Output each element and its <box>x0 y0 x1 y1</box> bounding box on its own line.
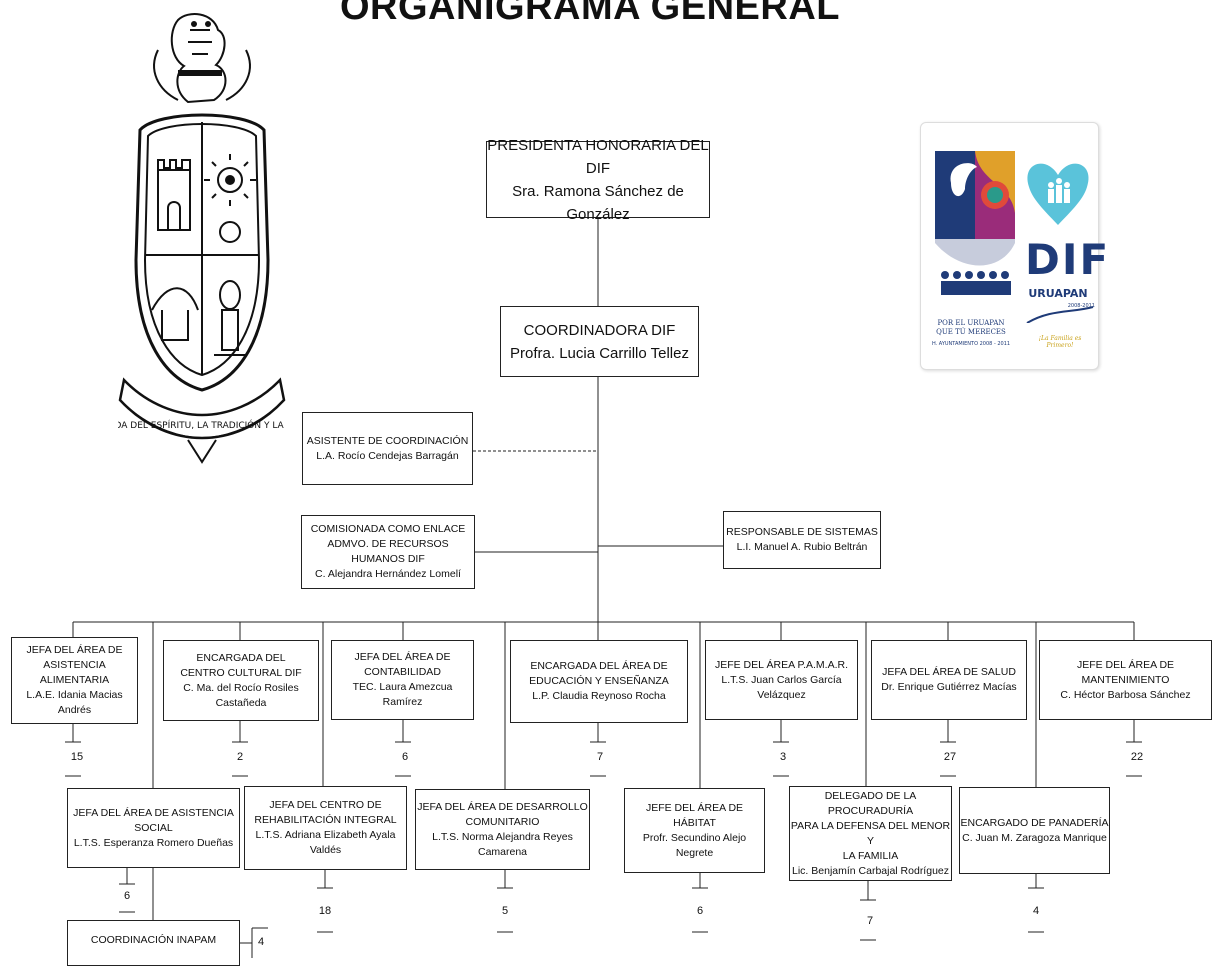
staff-count: 4 <box>257 936 265 948</box>
box-title: JEFA DEL ÁREA DE CONTABILIDAD <box>354 651 451 678</box>
box-title: JEFE DEL ÁREA P.A.M.A.R. <box>714 658 849 671</box>
logo-years: 2008-2011 <box>1067 303 1095 309</box>
box-title: ENCARGADO DE PANADERÍA <box>960 816 1109 829</box>
box-procuraduria: DELEGADO DE LA PROCURADURÍA PARA LA DEFE… <box>789 786 952 881</box>
box-salud: JEFA DEL ÁREA DE SALUD Dr. Enrique Gutié… <box>871 640 1027 720</box>
box-rehabilitacion: JEFA DEL CENTRO DE REHABILITACIÓN INTEGR… <box>244 786 407 870</box>
box-person: Profra. Lucia Carrillo Tellez <box>510 344 689 362</box>
box-person: L.T.S. Adriana Elizabeth Ayala Valdés <box>255 829 396 856</box>
staff-count: 2 <box>236 751 244 763</box>
chart-title: ORGANIGRAMA GENERAL <box>340 0 840 28</box>
svg-text:SALVAGUARDA DEL ESPÍRITU, LA T: SALVAGUARDA DEL ESPÍRITU, LA TRADICIÓN Y… <box>118 419 286 431</box>
logo-caption-line1: POR EL URUAPAN <box>937 319 1005 327</box>
box-person: TEC. Laura Amezcua Ramírez <box>352 681 453 708</box>
box-person: Dr. Enrique Gutiérrez Macías <box>881 681 1017 693</box>
logo-motto: ¡La Familia es Primero! <box>1038 335 1082 349</box>
box-person: C. Juan M. Zaragoza Manrique <box>962 831 1107 844</box>
box-inapam: COORDINACIÓN INAPAM <box>67 920 240 966</box>
box-person: C. Alejandra Hernández Lomelí <box>315 568 461 580</box>
box-person: C. Héctor Barbosa Sánchez <box>1060 688 1191 701</box>
box-title: JEFE DEL ÁREA DE HÁBITAT <box>645 801 744 829</box>
staff-count: 6 <box>696 905 704 917</box>
logo-ayuntamiento: H. AYUNTAMIENTO 2008 - 2011 <box>931 341 1011 347</box>
logo-graphics <box>935 151 1094 324</box>
staff-count: 6 <box>123 890 131 902</box>
staff-count: 27 <box>943 751 957 763</box>
staff-count: 6 <box>401 751 409 763</box>
staff-count: 4 <box>1032 905 1040 917</box>
staff-count: 15 <box>70 751 84 763</box>
box-presidenta: PRESIDENTA HONORARIA DEL DIF Sra. Ramona… <box>486 137 710 223</box>
box-title: RESPONSABLE DE SISTEMAS <box>726 526 878 538</box>
box-asistente: ASISTENTE DE COORDINACIÓN L.A. Rocío Cen… <box>302 412 473 485</box>
box-title: JEFA DEL ÁREA DE DESARROLLO COMUNITARIO <box>417 800 588 828</box>
logo-caption: POR EL URUAPAN QUE TÚ MERECES <box>925 319 1017 337</box>
logo-dif-text: DIF <box>1025 235 1111 284</box>
box-sistemas: RESPONSABLE DE SISTEMAS L.I. Manuel A. R… <box>723 511 881 569</box>
box-person: L.A.E. Idania Macias Andrés <box>26 689 123 716</box>
box-pamar: JEFE DEL ÁREA P.A.M.A.R. L.T.S. Juan Car… <box>705 640 858 720</box>
box-asistencia-social: JEFA DEL ÁREA DE ASISTENCIA SOCIAL L.T.S… <box>67 788 240 868</box>
box-title: JEFA DEL ÁREA DE ASISTENCIA ALIMENTARIA <box>26 644 123 686</box>
box-title: COMISIONADA COMO ENLACE ADMVO. DE RECURS… <box>310 523 466 565</box>
box-contabilidad: JEFA DEL ÁREA DE CONTABILIDAD TEC. Laura… <box>331 640 474 720</box>
box-person: L.P. Claudia Reynoso Rocha <box>532 690 666 702</box>
box-centro-cultural: ENCARGADA DEL CENTRO CULTURAL DIF C. Ma.… <box>163 640 319 721</box>
logo-city-text: URUAPAN <box>1028 287 1088 300</box>
box-title: COORDINADORA DIF <box>523 321 676 339</box>
box-title: ASISTENTE DE COORDINACIÓN <box>306 434 469 447</box>
box-title: JEFE DEL ÁREA DE MANTENIMIENTO <box>1076 658 1175 686</box>
box-person: Profr. Secundino Alejo Negrete <box>642 831 747 859</box>
box-panaderia: ENCARGADO DE PANADERÍA C. Juan M. Zarago… <box>959 787 1110 874</box>
box-person: Lic. Benjamín Carbajal Rodríguez <box>792 864 949 877</box>
box-person: C. Ma. del Rocío Rosiles Castañeda <box>183 681 299 709</box>
box-title: JEFA DEL ÁREA DE SALUD <box>882 666 1016 678</box>
staff-count: 22 <box>1130 751 1144 763</box>
staff-count: 5 <box>501 905 509 917</box>
staff-count: 3 <box>779 751 787 763</box>
staff-count: 18 <box>318 905 332 917</box>
staff-count: 7 <box>596 751 604 763</box>
box-person: L.A. Rocío Cendejas Barragán <box>316 449 459 462</box>
box-title: ENCARGADA DEL ÁREA DE EDUCACIÓN Y ENSEÑA… <box>529 660 669 687</box>
box-title: DELEGADO DE LA PROCURADURÍA PARA LA DEFE… <box>790 789 951 862</box>
box-title: ENCARGADA DEL CENTRO CULTURAL DIF <box>180 651 302 679</box>
box-person: Sra. Ramona Sánchez de González <box>512 182 684 223</box>
box-person: L.T.S. Norma Alejandra Reyes Camarena <box>432 830 573 858</box>
box-person: L.T.S. Juan Carlos García Velázquez <box>721 673 842 701</box>
box-mantenimiento: JEFE DEL ÁREA DE MANTENIMIENTO C. Héctor… <box>1039 640 1212 720</box>
box-person: L.T.S. Esperanza Romero Dueñas <box>73 836 234 849</box>
box-person: L.I. Manuel A. Rubio Beltrán <box>736 541 868 553</box>
box-title: JEFA DEL ÁREA DE ASISTENCIA SOCIAL <box>73 806 234 834</box>
box-title: PRESIDENTA HONORARIA DEL DIF <box>487 136 709 177</box>
box-asistencia-alimentaria: JEFA DEL ÁREA DE ASISTENCIA ALIMENTARIA … <box>11 637 138 724</box>
logo-caption-line2: QUE TÚ MERECES <box>936 328 1006 336</box>
staff-count: 7 <box>866 915 874 927</box>
box-desarrollo-comunitario: JEFA DEL ÁREA DE DESARROLLO COMUNITARIO … <box>415 789 590 870</box>
box-coordinadora: COORDINADORA DIF Profra. Lucia Carrillo … <box>500 306 699 377</box>
box-habitat: JEFE DEL ÁREA DE HÁBITAT Profr. Secundin… <box>624 788 765 873</box>
box-educacion: ENCARGADA DEL ÁREA DE EDUCACIÓN Y ENSEÑA… <box>510 640 688 723</box>
box-title: JEFA DEL CENTRO DE REHABILITACIÓN INTEGR… <box>254 799 397 826</box>
box-title: COORDINACIÓN INAPAM <box>90 934 217 946</box>
box-comisionada: COMISIONADA COMO ENLACE ADMVO. DE RECURS… <box>301 515 475 589</box>
municipal-coat-of-arms: SALVAGUARDA DEL ESPÍRITU, LA TRADICIÓN Y… <box>118 13 286 464</box>
dif-uruapan-logo: POR EL URUAPAN QUE TÚ MERECES H. AYUNTAM… <box>920 122 1111 370</box>
